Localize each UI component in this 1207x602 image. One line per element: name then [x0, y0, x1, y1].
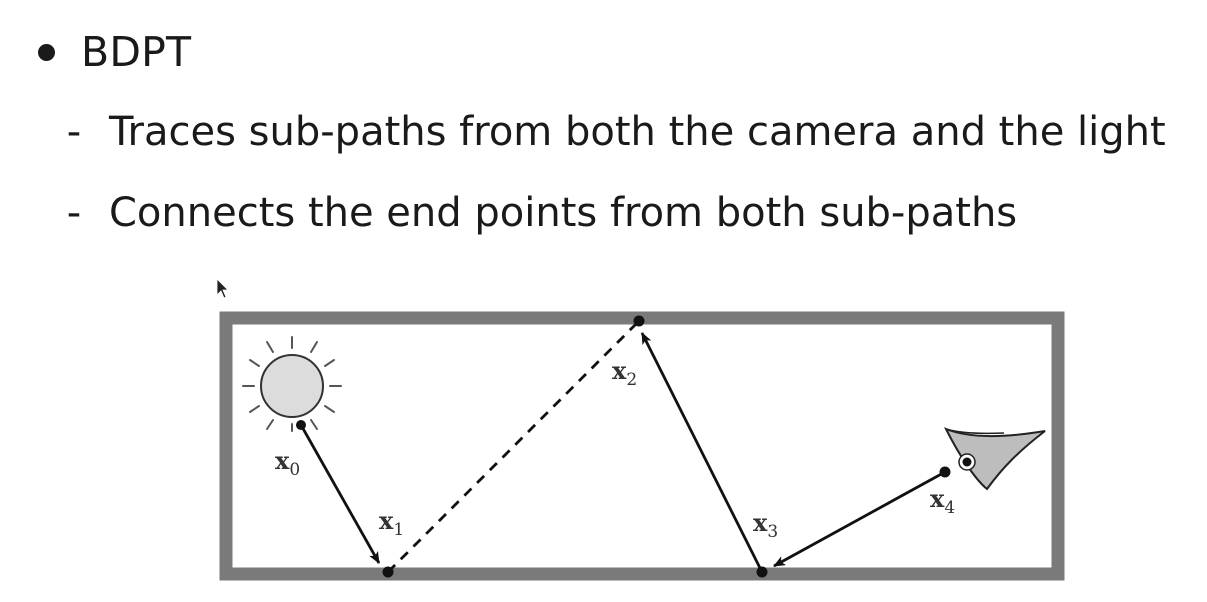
bullet-dot	[38, 43, 55, 61]
vertex-x2	[633, 315, 645, 327]
vertex-label: x2	[612, 356, 637, 390]
sub-bullet-text: Traces sub-paths from both the camera an…	[109, 109, 1166, 155]
vertex-label: x4	[930, 484, 955, 518]
light-subpath-segment	[299, 424, 381, 564]
scene-frame	[219, 311, 1065, 581]
sub-bullet-item: - Connects the end points from both sub-…	[64, 188, 1017, 238]
sun-icon	[242, 336, 342, 432]
connection-segment	[387, 320, 640, 573]
bullet-item: BDPT	[38, 26, 191, 78]
vertex-x3	[756, 566, 768, 578]
mouse-cursor-icon	[216, 278, 229, 299]
vertex-label: x3	[753, 508, 778, 542]
sub-bullet-text: Connects the end points from both sub-pa…	[109, 190, 1018, 236]
sub-bullet-item: - Traces sub-paths from both the camera …	[64, 107, 1166, 157]
camera-subpath-segment	[640, 332, 764, 573]
vertex-x1	[382, 566, 394, 578]
sub-bullet-dash: -	[66, 190, 82, 236]
bullet-title: BDPT	[81, 28, 192, 76]
bdpt-diagram: x0 x1 x2 x3 x4	[219, 311, 1065, 581]
vertex-x4	[939, 466, 951, 478]
vertex-label: x1	[379, 506, 404, 540]
camera-subpath-segment	[773, 470, 946, 568]
eye-icon	[943, 427, 1046, 491]
vertex-label: x0	[275, 446, 300, 480]
vertex-x0	[296, 420, 306, 430]
sub-bullet-dash: -	[66, 109, 82, 155]
